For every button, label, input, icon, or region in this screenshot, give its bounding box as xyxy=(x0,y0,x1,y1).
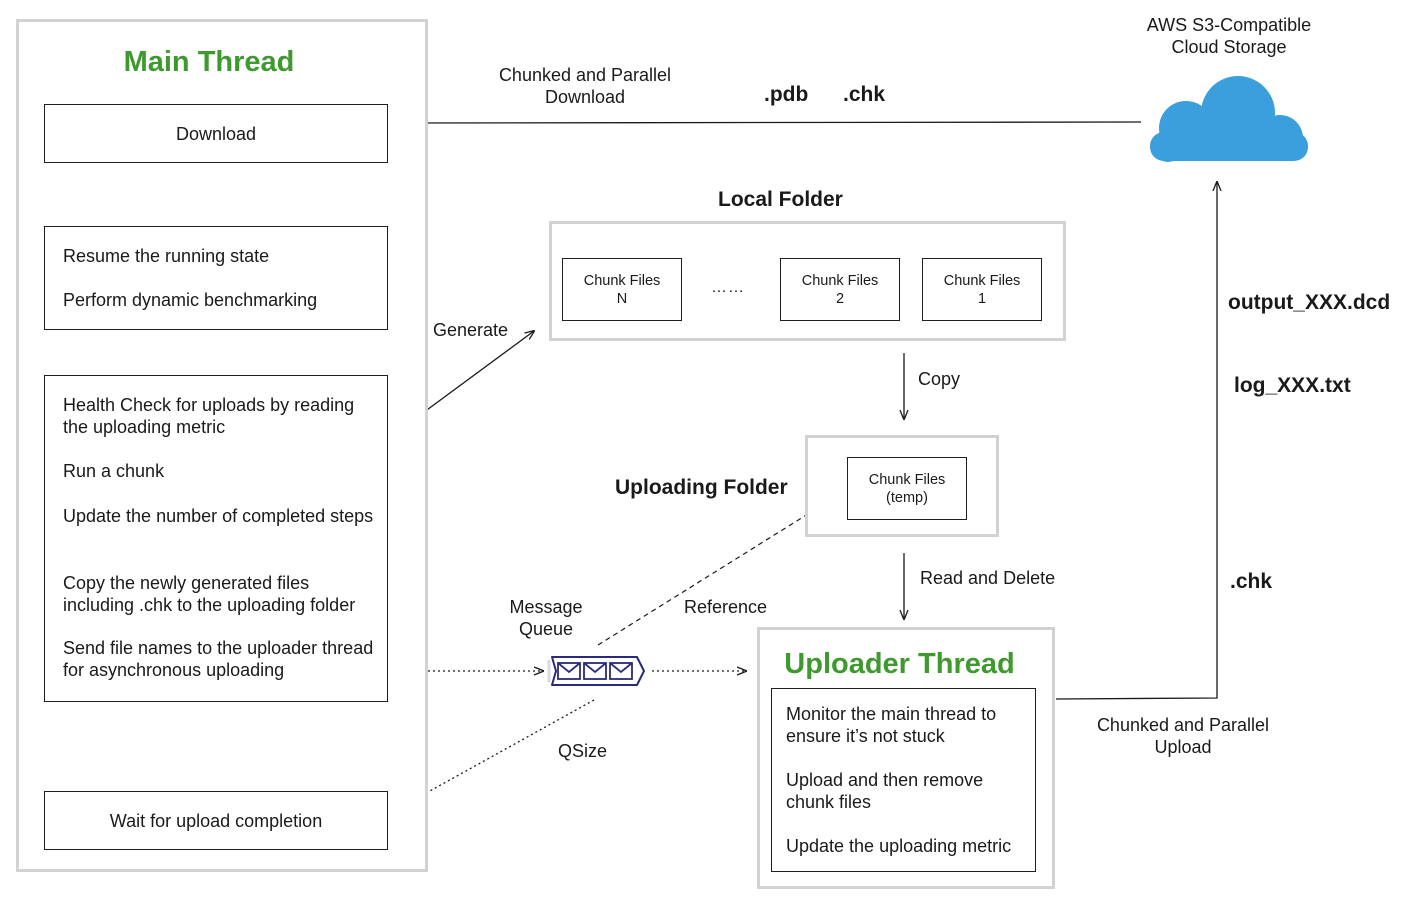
qsize-label: QSize xyxy=(558,741,608,761)
chunk-files-n-box[interactable]: Chunk Files N xyxy=(562,258,682,321)
cloud-label: AWS S3-Compatible Cloud Storage xyxy=(1110,13,1348,59)
download-box[interactable]: Download xyxy=(44,104,388,163)
chunk-n-line2: N xyxy=(616,290,628,307)
chunk-ellipsis: …… xyxy=(711,279,745,296)
upload-arrow xyxy=(1055,182,1217,700)
file-chk-download-label: .chk xyxy=(843,83,886,106)
download-edge-line1: Chunked and Parallel xyxy=(498,65,672,85)
resume-state-text: Resume the running state xyxy=(63,246,270,266)
upload-edge-label: Chunked and Parallel Upload xyxy=(1070,713,1296,759)
health-check-text: Health Check for uploads by reading the … xyxy=(63,395,355,437)
download-label: Download xyxy=(175,123,257,144)
upload-edge-line2: Upload xyxy=(1154,737,1212,757)
main-loop-box[interactable]: Health Check for uploads by reading the … xyxy=(44,375,388,702)
cloud-icon xyxy=(1150,76,1308,162)
file-output-label: output_XXX.dcd xyxy=(1228,291,1391,314)
download-edge-line2: Download xyxy=(544,87,626,107)
wait-box[interactable]: Wait for upload completion xyxy=(44,791,388,850)
cloud-label-line2: Cloud Storage xyxy=(1171,37,1287,57)
monitor-text: Monitor the main thread to ensure it’s n… xyxy=(786,704,997,746)
chunk-n-line1: Chunk Files xyxy=(583,272,661,289)
qsize-arrow xyxy=(401,699,595,807)
file-pdb-label: .pdb xyxy=(764,83,809,106)
copy-files-text: Copy the newly generated files including… xyxy=(63,573,356,615)
chunk-1-line1: Chunk Files xyxy=(943,272,1021,289)
send-names-text: Send file names to the uploader thread f… xyxy=(63,638,374,680)
reference-label: Reference xyxy=(684,597,768,617)
resume-box[interactable]: Resume the running state Perform dynamic… xyxy=(44,226,388,330)
benchmark-text: Perform dynamic benchmarking xyxy=(63,290,318,310)
uploader-tasks-box[interactable]: Monitor the main thread to ensure it’s n… xyxy=(771,688,1036,872)
message-queue-line1: Message xyxy=(509,597,583,617)
main-thread-title: Main Thread xyxy=(123,45,295,78)
chunk-1-line2: 1 xyxy=(977,290,987,307)
upload-remove-text: Upload and then remove chunk files xyxy=(786,770,984,812)
message-queue-icon xyxy=(547,656,645,686)
uploading-folder-title: Uploading Folder xyxy=(615,476,788,499)
download-edge-label: Chunked and Parallel Download xyxy=(470,63,700,109)
temp-line2: (temp) xyxy=(886,489,928,506)
copy-label: Copy xyxy=(918,369,961,389)
cloud-label-line1: AWS S3-Compatible xyxy=(1146,15,1312,35)
read-delete-label: Read and Delete xyxy=(920,568,1056,588)
chunk-files-temp-box[interactable]: Chunk Files (temp) xyxy=(847,457,967,520)
file-chk-upload-label: .chk xyxy=(1230,570,1273,593)
download-arrow xyxy=(402,122,1142,123)
temp-line1: Chunk Files xyxy=(868,471,946,488)
chunk-files-1-box[interactable]: Chunk Files 1 xyxy=(922,258,1042,321)
chunk-files-2-box[interactable]: Chunk Files 2 xyxy=(780,258,900,321)
wait-label: Wait for upload completion xyxy=(109,810,323,831)
local-folder-title: Local Folder xyxy=(718,188,843,211)
upload-edge-line1: Chunked and Parallel xyxy=(1096,715,1270,735)
message-queue-line2: Queue xyxy=(518,619,574,639)
generate-label: Generate xyxy=(433,320,509,340)
uploader-thread-title: Uploader Thread xyxy=(784,647,1015,680)
chunk-2-line1: Chunk Files xyxy=(801,272,879,289)
message-queue-label: Message Queue xyxy=(496,595,596,641)
run-chunk-text: Run a chunk xyxy=(63,461,165,481)
chunk-2-line2: 2 xyxy=(835,290,845,307)
file-log-label: log_XXX.txt xyxy=(1234,374,1351,397)
update-metric-text: Update the uploading metric xyxy=(786,836,1012,856)
update-steps-text: Update the number of completed steps xyxy=(63,506,374,526)
